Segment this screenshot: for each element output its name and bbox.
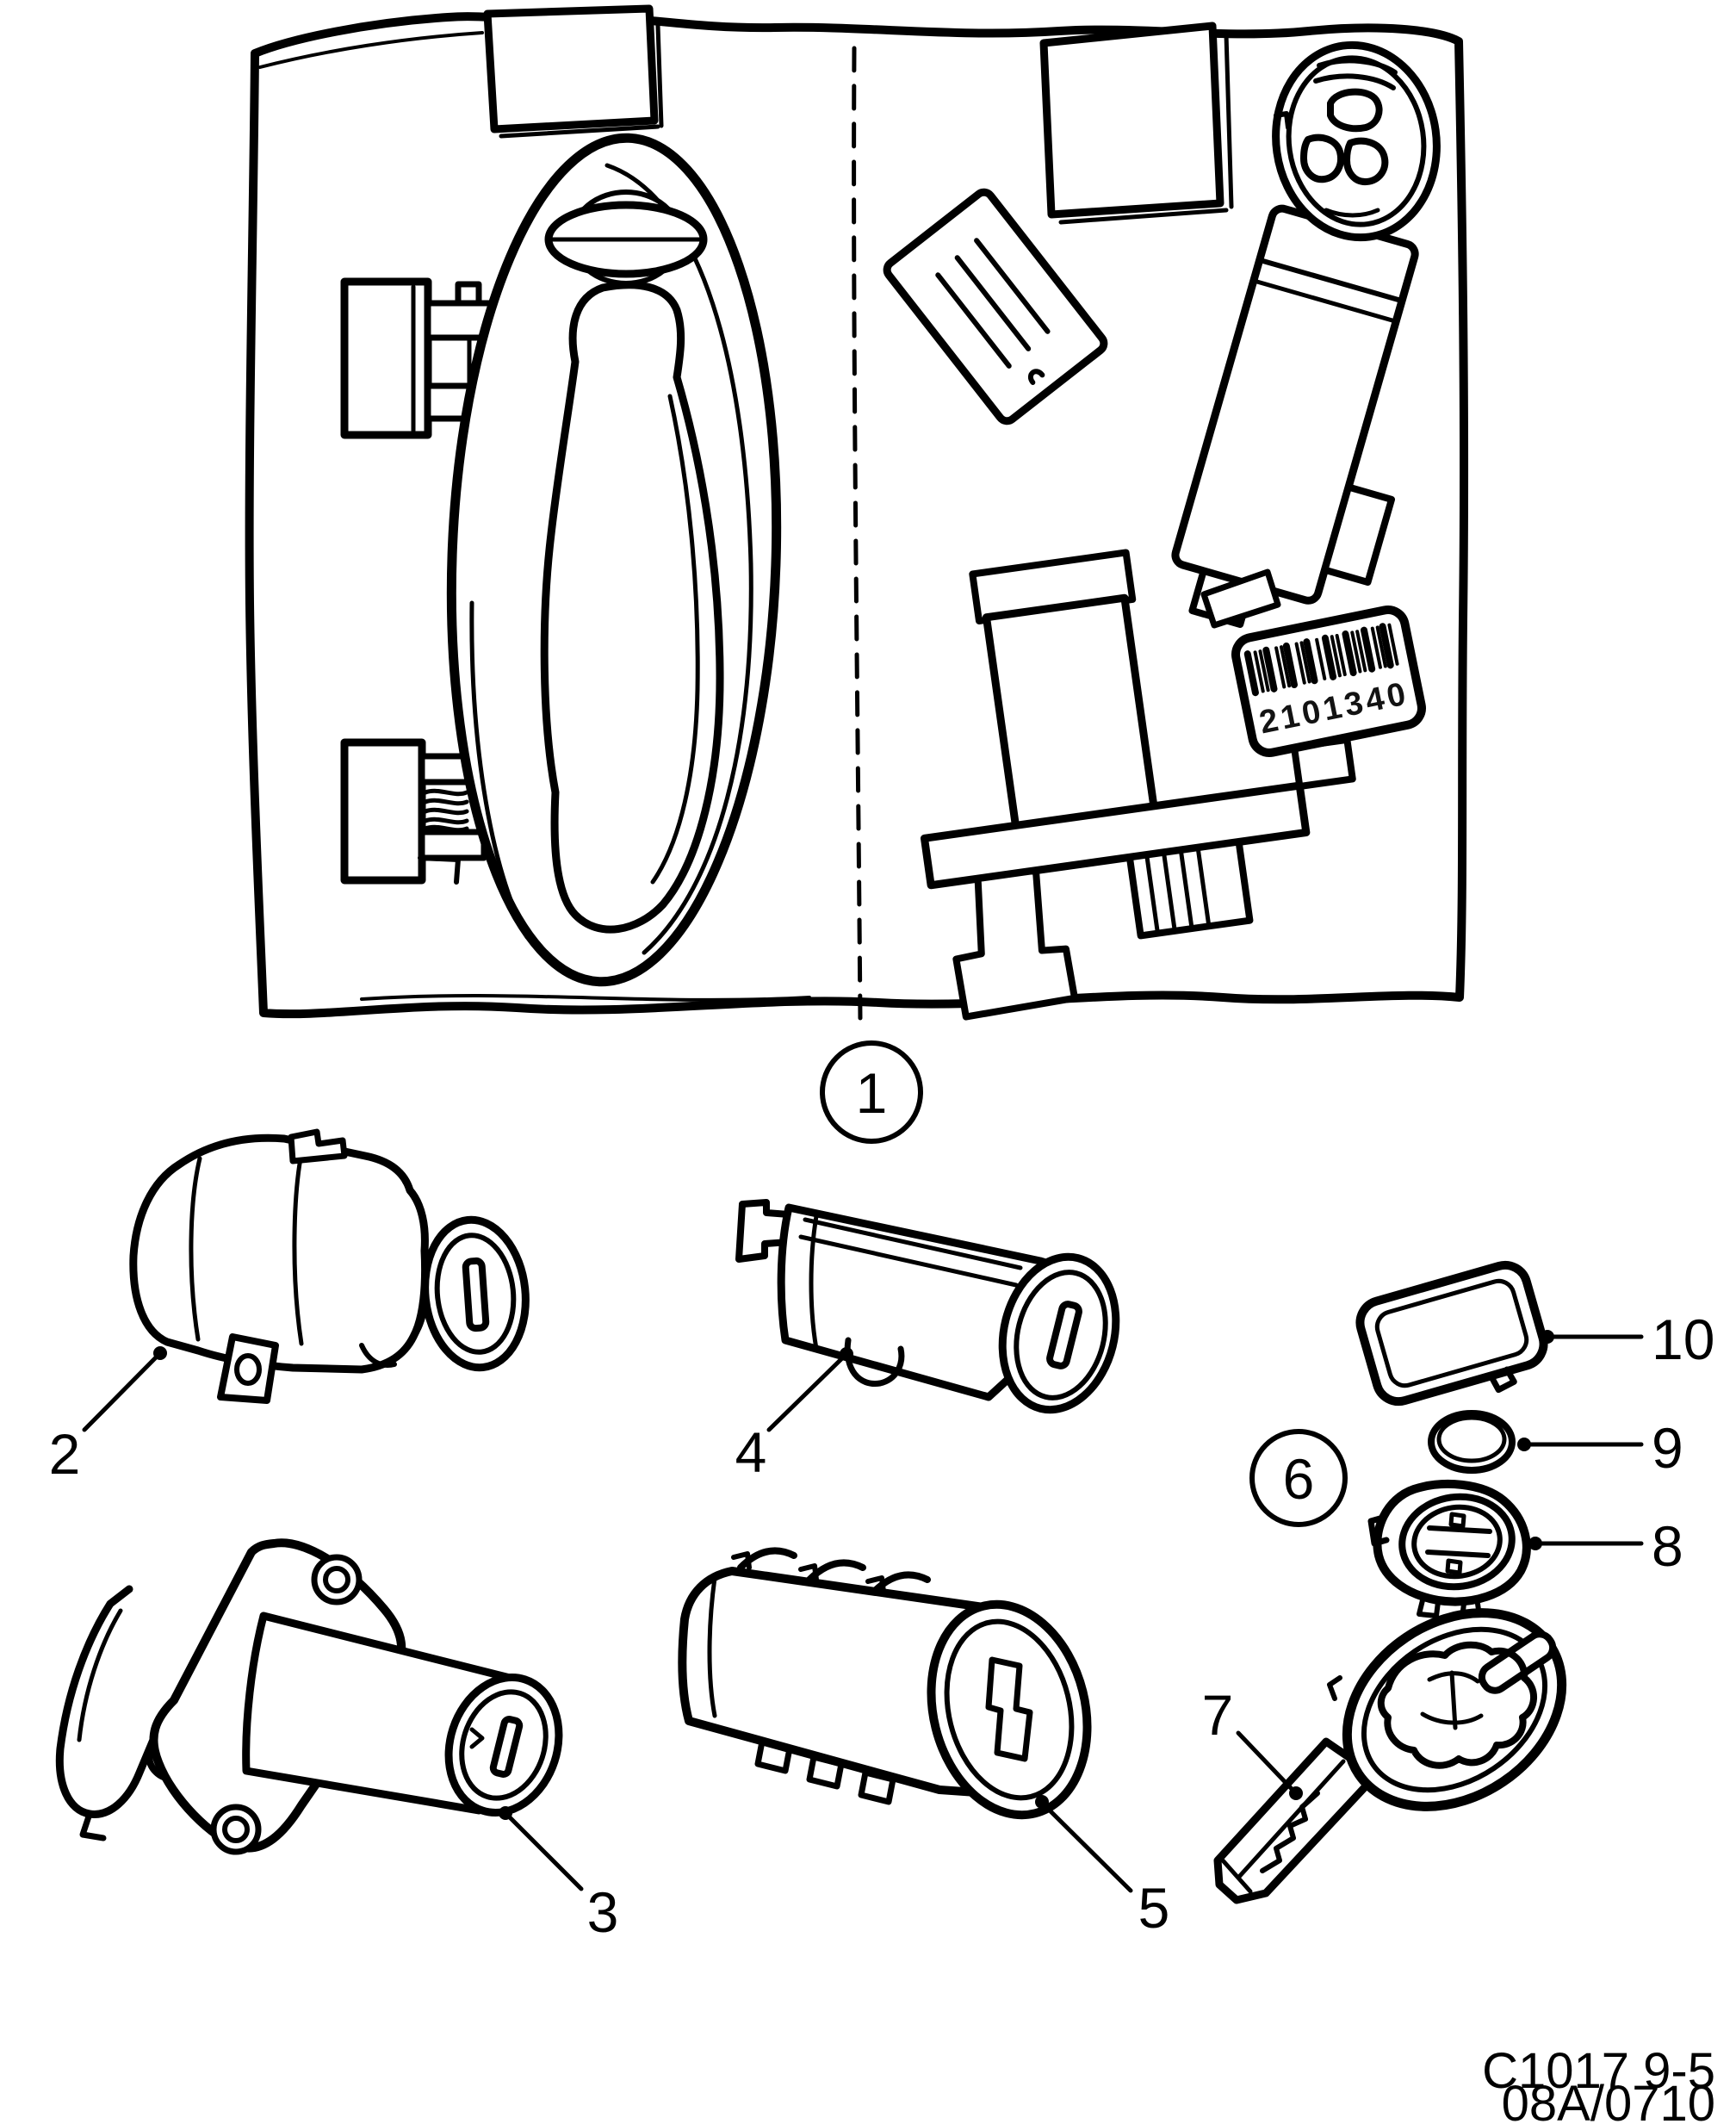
rod-link xyxy=(1200,568,1281,629)
part-5-keyway xyxy=(985,1656,1033,1762)
leader-dot-8 xyxy=(1528,1537,1542,1550)
leader-line-2 xyxy=(82,1353,160,1432)
callout-10-label: 10 xyxy=(1652,1307,1714,1371)
tag-plate xyxy=(483,4,664,139)
callout-8-label: 8 xyxy=(1652,1514,1683,1578)
part-10-battery-cover: 10 xyxy=(1355,1260,1714,1407)
key-emblem xyxy=(1377,1641,1537,1769)
part-7-key: 7 xyxy=(1202,1608,1567,1904)
part-4-lock-barrel: 4 xyxy=(735,1199,1120,1484)
leader-line-5 xyxy=(1042,1803,1133,1893)
part-3-lever xyxy=(55,1585,158,1818)
key-bitting xyxy=(1260,1791,1320,1873)
fob-button-top xyxy=(1327,88,1383,133)
leader-dot-10 xyxy=(1541,1330,1554,1344)
angled-connector xyxy=(883,188,1108,425)
barcode-label: 2101340 xyxy=(1231,606,1426,757)
fob-blade-slot xyxy=(1313,58,1398,90)
part-3-flanged-lock: 3 xyxy=(55,1538,619,1944)
part-3-keyhole xyxy=(489,1716,524,1778)
leader-line-3 xyxy=(505,1813,584,1891)
leader-dot-9 xyxy=(1517,1438,1531,1451)
footer-code-block: C1017 9-5 08A/0710 xyxy=(1482,2043,1715,2124)
part-9-battery: 9 xyxy=(1428,1410,1683,1480)
split-dashed-line xyxy=(852,46,863,1022)
fob-button-left xyxy=(1300,134,1344,183)
callout-6-label: 6 xyxy=(1283,1447,1315,1511)
part-8-fob-housing: 8 xyxy=(1367,1480,1683,1620)
callout-2-label: 2 xyxy=(49,1422,81,1486)
callout-3-label: 3 xyxy=(587,1880,619,1944)
leader-line-7 xyxy=(1236,1730,1295,1792)
door-handle xyxy=(446,133,782,987)
remote-fob xyxy=(1272,40,1441,242)
handle-grip xyxy=(540,281,724,934)
part-2-keyhole xyxy=(462,1257,490,1332)
part-2-top-clip xyxy=(288,1128,348,1164)
lock-rod-assembly xyxy=(920,549,1356,1021)
sheet-top-double-line xyxy=(258,31,484,69)
card-plate xyxy=(1039,22,1234,225)
callout-1: 1 xyxy=(820,1040,923,1144)
callout-5-label: 5 xyxy=(1138,1876,1170,1940)
callout-1-circle xyxy=(820,1040,923,1144)
barcode-bars-thin xyxy=(1253,623,1399,693)
mounting-bracket xyxy=(952,866,1078,1021)
part-2-lock-cylinder: 2 xyxy=(49,1128,530,1486)
callout-9-label: 9 xyxy=(1652,1416,1683,1480)
fob-button-right xyxy=(1343,137,1389,185)
overview-panel: 2101340 xyxy=(245,4,1469,1022)
part-5-lock-housing: 5 xyxy=(678,1547,1170,1940)
callout-7-label: 7 xyxy=(1202,1683,1234,1747)
spring-coil xyxy=(423,788,469,833)
callout-1-label: 1 xyxy=(856,1061,888,1125)
callout-6: 6 xyxy=(1249,1429,1348,1527)
part-4-keyhole xyxy=(1046,1301,1082,1369)
barcode-bars-thick xyxy=(1243,623,1394,697)
drawing-code: C1017 9-5 xyxy=(1482,2043,1715,2099)
sheet-bottom-double-line xyxy=(360,994,811,1002)
callout-6-circle xyxy=(1249,1429,1348,1527)
drawing-revision: 08A/0710 xyxy=(1502,2076,1715,2124)
leader-line-4 xyxy=(766,1355,846,1432)
callout-4-label: 4 xyxy=(735,1420,767,1484)
